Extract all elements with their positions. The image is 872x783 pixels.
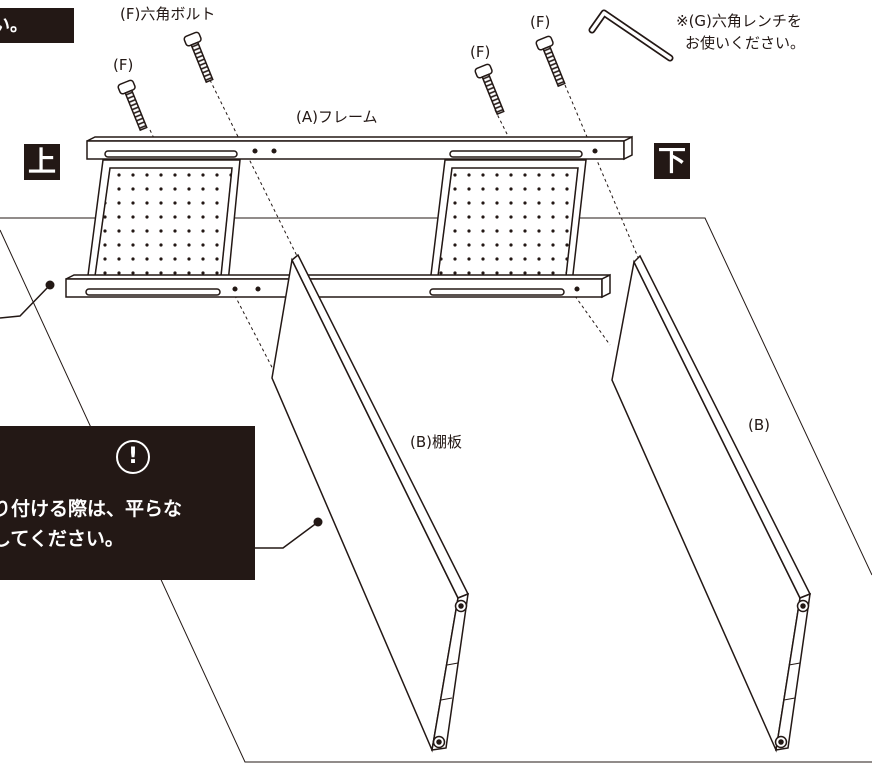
shelf-board-left [271, 253, 470, 753]
frame-lower [65, 273, 611, 299]
hex-wrench-icon [588, 9, 674, 62]
shelf-label-right: (B) [748, 416, 770, 434]
shelf-label: (B)棚板 [410, 433, 462, 451]
warning-callout: ! り付ける際は、平らな してください。 [0, 426, 255, 580]
leader-lines [0, 284, 319, 549]
perforated-panel-right [429, 159, 587, 284]
exclamation-circle-icon: ! [116, 440, 150, 474]
hex-bolt-icon [474, 63, 505, 116]
wrench-note-line2: お使いください。 [685, 34, 806, 52]
top-instruction-note: い。 [0, 8, 74, 43]
frame-label: (A)フレーム [296, 108, 378, 126]
frame-upper [86, 135, 633, 161]
tag-bottom: 下 [654, 143, 690, 179]
tag-top: 上 [24, 144, 60, 180]
leader-dot [313, 517, 323, 527]
perforated-panel-left [86, 159, 241, 284]
leader-dot [45, 280, 55, 290]
wrench-note-line1: ※(G)六角レンチを [676, 12, 802, 30]
hex-bolt-icon [183, 31, 214, 84]
hex-bolt-icon [117, 79, 148, 132]
warning-line1: り付ける際は、平らな [0, 498, 183, 520]
bolt-f-label: (F) [470, 43, 491, 61]
warning-line2: してください。 [0, 528, 124, 550]
bolt-label: (F)六角ボルト [120, 5, 216, 23]
shelf-board-right [611, 254, 812, 753]
bolt-f-label: (F) [113, 56, 134, 74]
bolt-f-label: (F) [530, 13, 551, 31]
hex-bolt-icon [535, 35, 566, 88]
